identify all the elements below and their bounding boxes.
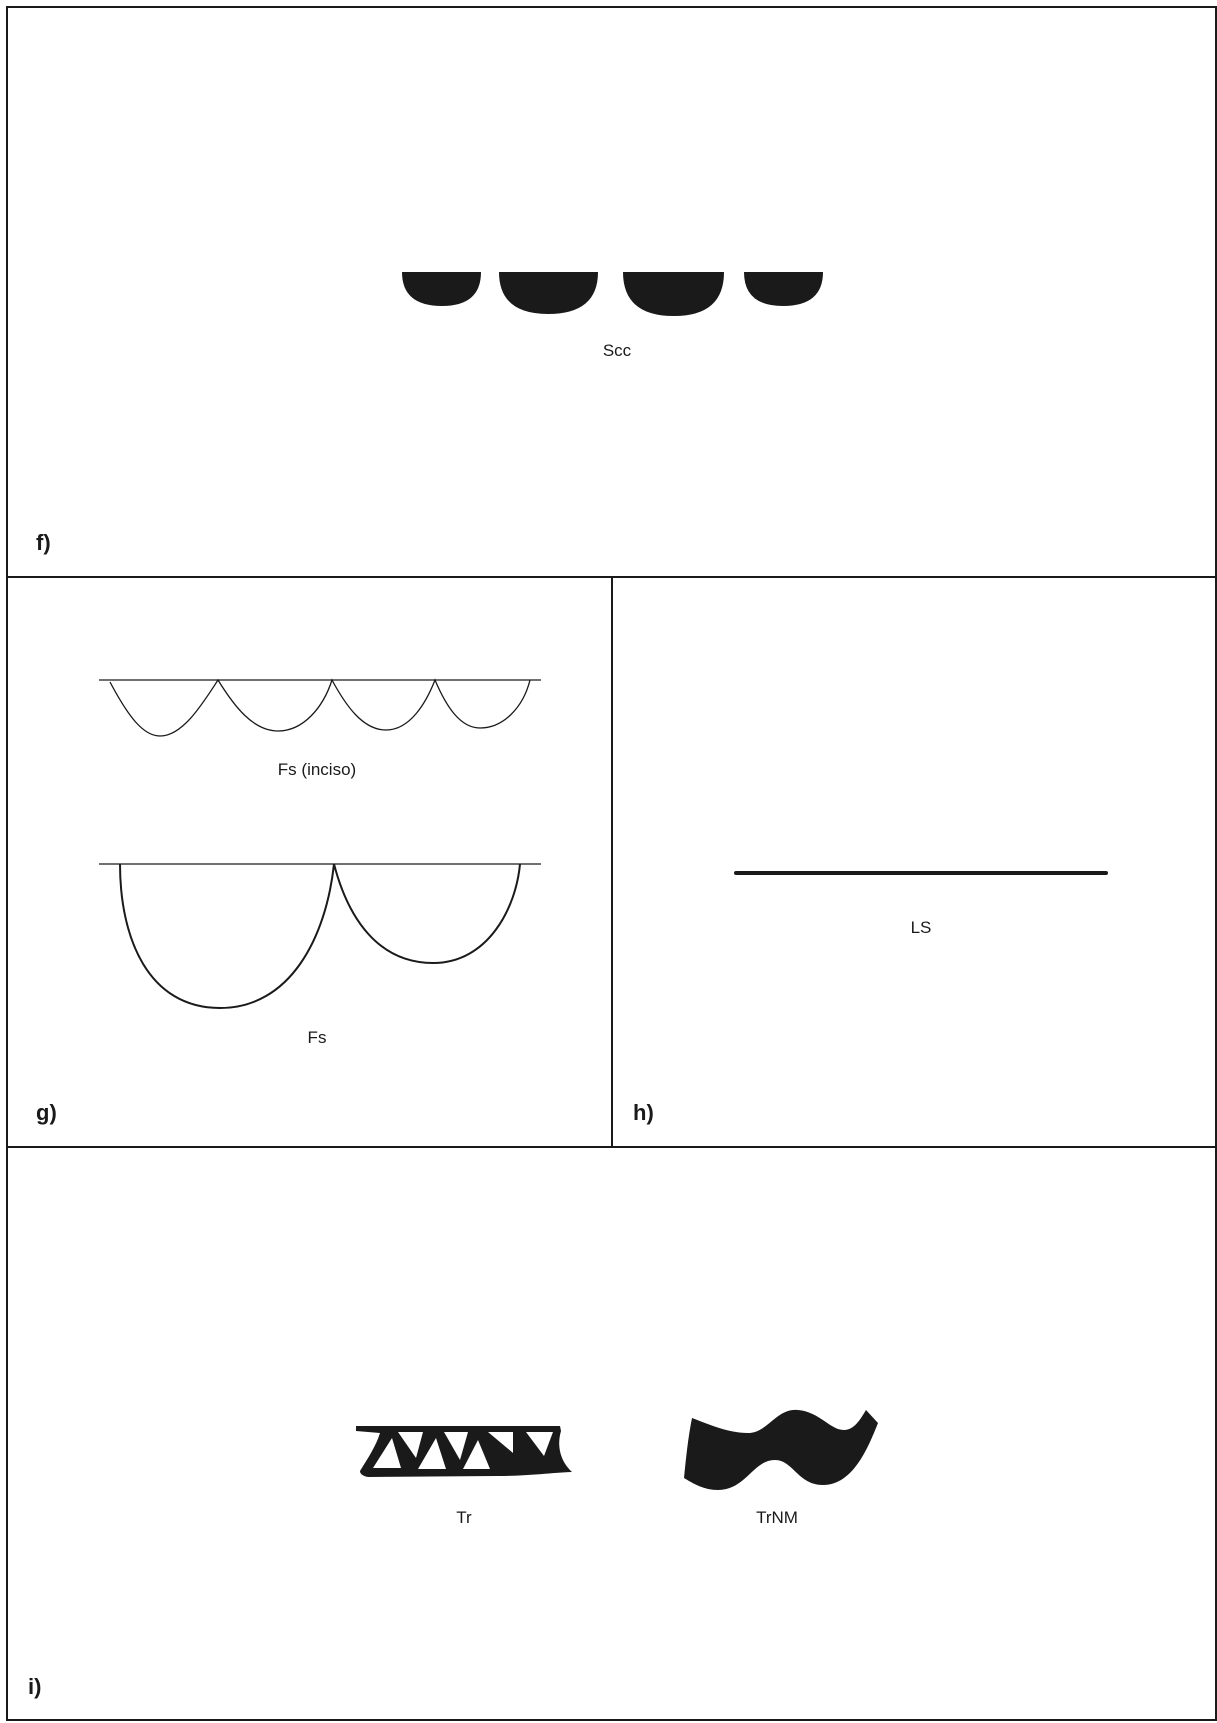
ls-motif (613, 578, 1217, 1150)
panel-h: LS h) (611, 576, 1217, 1148)
fs-inciso-swags (110, 680, 530, 736)
tr-caption: Tr (456, 1509, 471, 1526)
trnm-wave (684, 1410, 878, 1490)
fs-caption: Fs (308, 1029, 327, 1046)
scc-motif (8, 8, 1217, 580)
tr-motifs (8, 1148, 1217, 1723)
panel-label-i: i) (28, 1676, 41, 1698)
fs-motifs (8, 578, 615, 1150)
fs-inciso-caption: Fs (inciso) (278, 761, 356, 778)
fs-inciso-motif (99, 680, 541, 736)
panel-label-g: g) (36, 1102, 57, 1124)
trnm-caption: TrNM (756, 1509, 798, 1526)
ls-caption: LS (911, 919, 932, 936)
panel-label-f: f) (36, 532, 51, 554)
panel-label-h: h) (633, 1102, 654, 1124)
scc-semicircle-2 (499, 272, 598, 314)
panel-i: Tr TrNM i) (6, 1146, 1217, 1721)
scc-semicircle-3 (623, 272, 724, 316)
scc-semicircle-1 (402, 272, 481, 306)
panel-f: Scc f) (6, 6, 1217, 578)
scc-caption: Scc (603, 342, 631, 359)
scc-semicircle-4 (744, 272, 823, 306)
panel-g: Fs (inciso) Fs g) (6, 576, 613, 1148)
fs-swags (120, 864, 520, 1008)
tr-motif (356, 1426, 572, 1477)
fs-motif (99, 864, 541, 1008)
